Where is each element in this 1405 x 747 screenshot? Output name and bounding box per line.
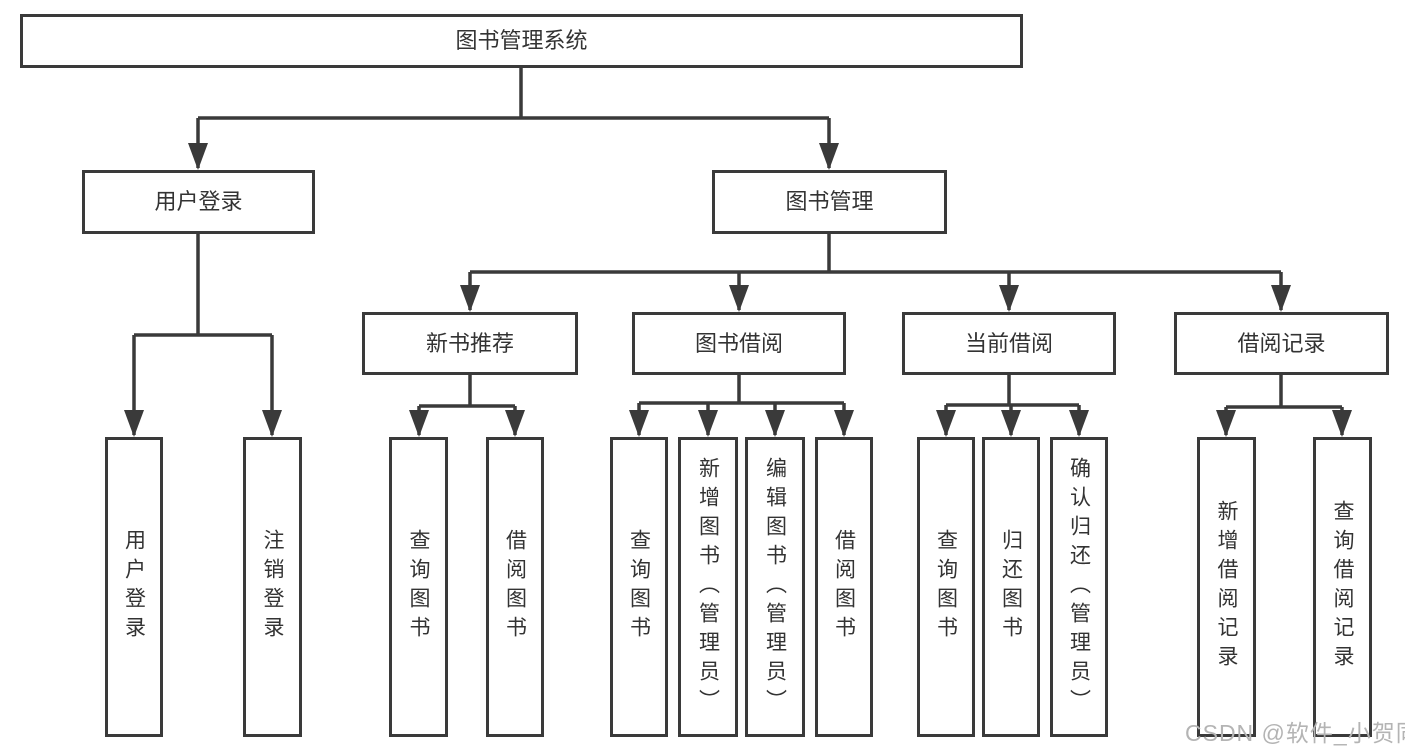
csdn-watermark: CSDN @软件_小贺同学 (1185, 720, 1405, 746)
node-user-login: 用户登录 (82, 170, 315, 234)
leaf-borrow-books: 借阅图书 (815, 437, 873, 737)
leaf-confirm-return-admin: 确认归还（管理员） (1050, 437, 1108, 737)
node-book-borrowing: 图书借阅 (632, 312, 846, 375)
leaf-edit-books-admin: 编辑图书（管理员） (745, 437, 805, 737)
node-book-management: 图书管理 (712, 170, 947, 234)
leaf-return-books: 归还图书 (982, 437, 1040, 737)
leaf-query-books-current: 查询图书 (917, 437, 975, 737)
node-borrowing-records: 借阅记录 (1174, 312, 1389, 375)
leaf-borrow-books-recommend: 借阅图书 (486, 437, 544, 737)
leaf-logout-login: 注销登录 (243, 437, 302, 737)
leaf-query-books-borrowing: 查询图书 (610, 437, 668, 737)
node-library-management-system: 图书管理系统 (20, 14, 1023, 68)
node-current-borrowing: 当前借阅 (902, 312, 1116, 375)
leaf-add-books-admin: 新增图书（管理员） (678, 437, 738, 737)
leaf-query-books-recommend: 查询图书 (389, 437, 448, 737)
connector-paths (132, 68, 1344, 435)
leaf-add-borrow-record: 新增借阅记录 (1197, 437, 1256, 737)
leaf-query-borrow-record: 查询借阅记录 (1313, 437, 1372, 737)
arrowhead-icons (124, 143, 1352, 437)
leaf-user-login: 用户登录 (105, 437, 163, 737)
node-new-book-recommend: 新书推荐 (362, 312, 578, 375)
